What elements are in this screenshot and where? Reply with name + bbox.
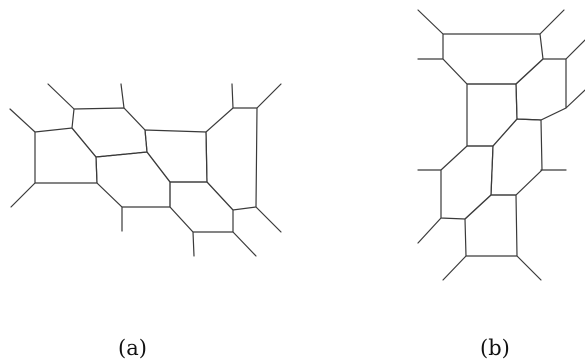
graph-b-faces <box>440 33 567 257</box>
graph-b-face <box>466 83 518 147</box>
graph-b-leaf-edge <box>565 89 585 109</box>
caption-b: (b) <box>480 336 510 360</box>
graph-a <box>9 83 282 257</box>
graph-b-face <box>464 194 518 257</box>
graph-a-face <box>34 127 98 184</box>
graph-a-leaf-edge <box>10 182 36 208</box>
graph-a-faces <box>34 107 258 233</box>
graph-a-leaf-edge <box>120 83 125 109</box>
graph-b-face <box>515 58 567 121</box>
graph-b-leaf-edge <box>442 255 467 281</box>
graph-b <box>417 9 585 281</box>
graph-a-leaf-edge <box>232 231 257 257</box>
graph-b-leaf-edge <box>516 255 542 281</box>
graph-a-face <box>71 107 148 158</box>
graph-b-leaf-edge <box>417 9 444 35</box>
graph-b-face <box>442 33 544 85</box>
graph-b-face <box>440 145 494 220</box>
caption-a: (a) <box>118 336 147 360</box>
graph-a-leaf-edge <box>231 83 234 109</box>
graph-a-leaf-edge <box>256 83 282 109</box>
graph-b-leaf-edge <box>565 39 585 60</box>
graph-a-face <box>95 151 171 208</box>
graph-b-leaf-edges <box>417 9 585 281</box>
graph-a-face <box>144 129 208 183</box>
graph-b-face <box>490 118 543 196</box>
graph-a-leaf-edge <box>192 231 195 257</box>
graph-a-leaf-edge <box>47 83 75 110</box>
graph-b-leaf-edge <box>417 217 442 244</box>
graph-a-leaf-edges <box>9 83 282 257</box>
graph-a-face <box>205 107 258 211</box>
graph-a-face <box>169 181 234 233</box>
graph-b-leaf-edge <box>539 9 565 35</box>
graph-a-leaf-edge <box>255 206 282 233</box>
graph-a-leaf-edge <box>9 108 36 133</box>
